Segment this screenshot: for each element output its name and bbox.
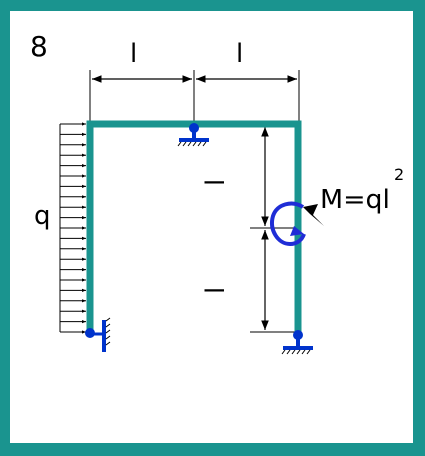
bottom-left-fixed-support [85,317,111,352]
top-left-span-label: l [130,39,137,69]
top-dimensions [89,70,300,122]
right-upper-height-label: l [201,179,231,186]
bottom-right-pin-support [281,330,313,355]
moment-label: M=ql [320,185,390,215]
load-label: q [34,201,51,231]
top-right-span-label: l [236,39,243,69]
problem-number: 8 [30,30,48,63]
top-pin-support [177,123,209,147]
applied-moment-arrow [270,201,324,247]
moment-exponent: 2 [394,165,404,184]
distributed-load [59,122,86,334]
right-lower-height-label: l [201,287,231,294]
